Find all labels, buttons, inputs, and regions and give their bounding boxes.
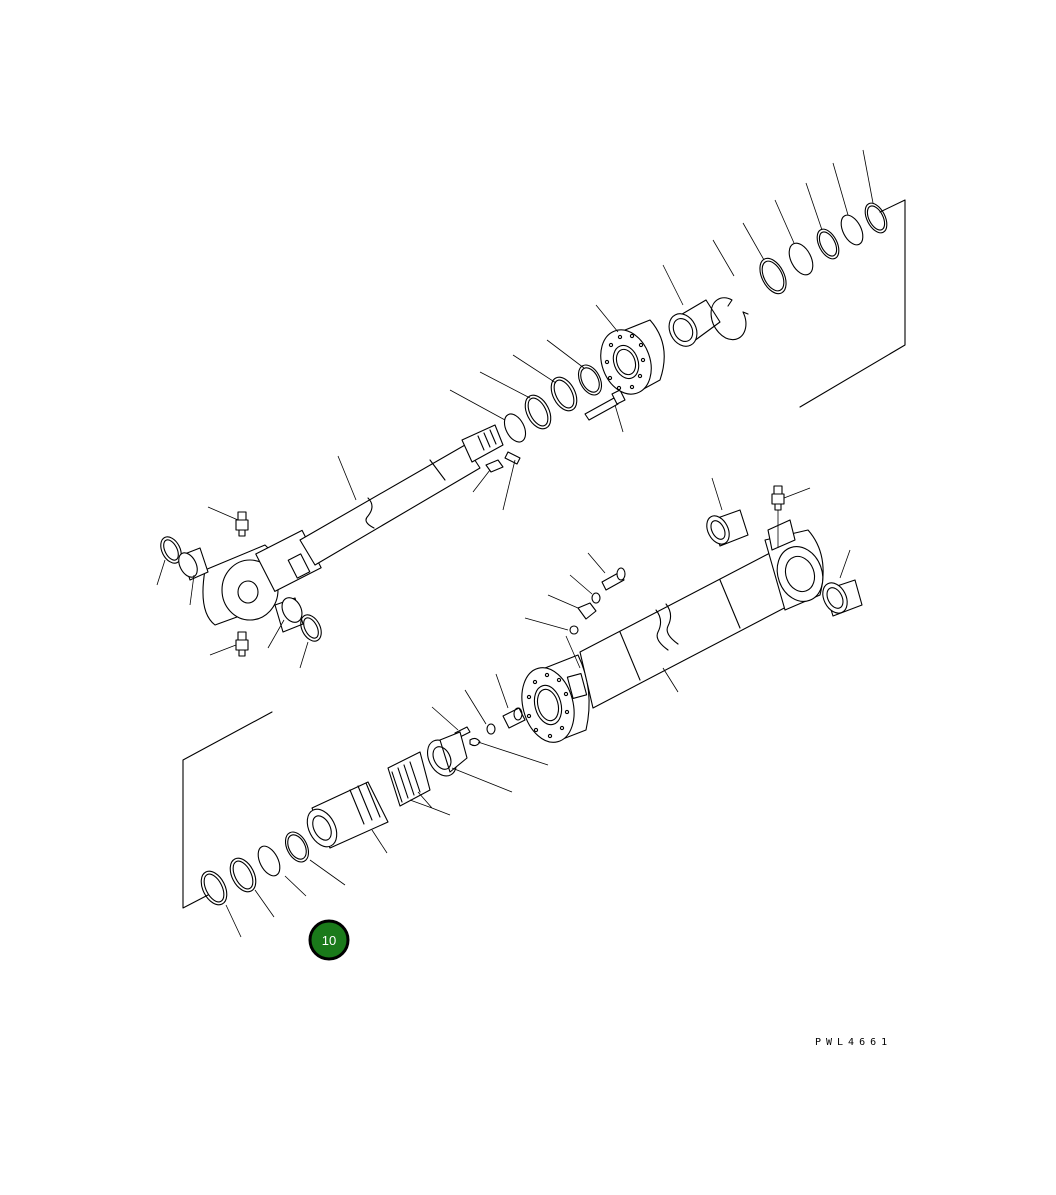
rod-end-eye: [202, 529, 322, 626]
snap-ring: [710, 297, 749, 341]
leader-lines-top: [156, 149, 874, 669]
gland-seal-rings: [200, 831, 310, 906]
group-bracket-bottom: [182, 711, 273, 909]
callout-number: 10: [322, 933, 336, 948]
top-seal-rings: [759, 202, 888, 295]
leader-lines-bottom: [225, 477, 851, 938]
cylinder-head-nut: [427, 731, 468, 777]
group-bracket-top: [799, 199, 906, 408]
piston-sleeve: [668, 299, 721, 347]
rod-head-packing: [387, 751, 431, 807]
cylinder-bottom-eye: [764, 519, 824, 611]
piston-seal-rings: [503, 364, 603, 443]
piston-rod: [299, 424, 504, 566]
flange-fittings: [454, 707, 526, 747]
piston: [600, 319, 665, 395]
rod-thread-small-parts: [485, 451, 521, 473]
drawing-code: PWL4661: [815, 1037, 892, 1048]
bottom-eye-parts: [706, 485, 863, 617]
piston-bolt: [584, 389, 626, 421]
cylinder-gland: [306, 781, 389, 849]
piston-rod-assembly: [156, 149, 906, 669]
callout-circle[interactable]: [308, 919, 350, 961]
check-valve-parts: [569, 567, 626, 635]
cylinder-tube-assembly: [182, 477, 863, 938]
cylinder-tube: [579, 552, 791, 709]
callout-badge[interactable]: 10: [308, 919, 350, 961]
cylinder-head-flange: [521, 654, 590, 743]
